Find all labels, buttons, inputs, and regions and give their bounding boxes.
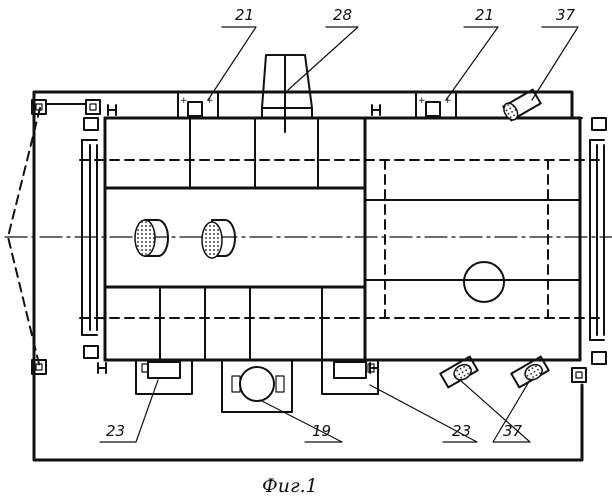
callout-label-28: 28	[333, 6, 352, 24]
callout-label-19: 19	[312, 422, 331, 440]
door-swing-lines	[8, 100, 586, 382]
callout-labels: 21 28 21 37 23 19 23 37	[106, 6, 576, 440]
top-mount-left: + +	[178, 92, 218, 118]
figure-caption: Фиг.1	[262, 475, 318, 497]
hatched-lugs	[440, 89, 549, 389]
bottom-mount-left	[136, 360, 192, 394]
upper-housing	[105, 118, 580, 360]
callout-label-21-left: 21	[235, 6, 254, 24]
outer-frame	[34, 92, 582, 460]
callout-label-37-bottom: 37	[503, 422, 523, 440]
svg-text:+: +	[180, 96, 188, 106]
callout-label-21-right: 21	[475, 6, 494, 24]
left-drum	[105, 118, 580, 360]
callout-label-23-right: 23	[452, 422, 471, 440]
bottom-drive	[222, 360, 292, 412]
top-mount-right: + +	[416, 92, 456, 118]
callout-label-37-top: 37	[556, 6, 576, 24]
dashed-contours	[80, 160, 600, 318]
callout-label-23-left: 23	[106, 422, 125, 440]
hatched-rollers	[135, 220, 235, 258]
left-end-plate	[82, 118, 98, 358]
right-port-circle	[464, 262, 504, 302]
svg-text:+: +	[418, 96, 426, 106]
callout-leaders	[100, 27, 578, 442]
right-end-plate	[590, 118, 606, 364]
